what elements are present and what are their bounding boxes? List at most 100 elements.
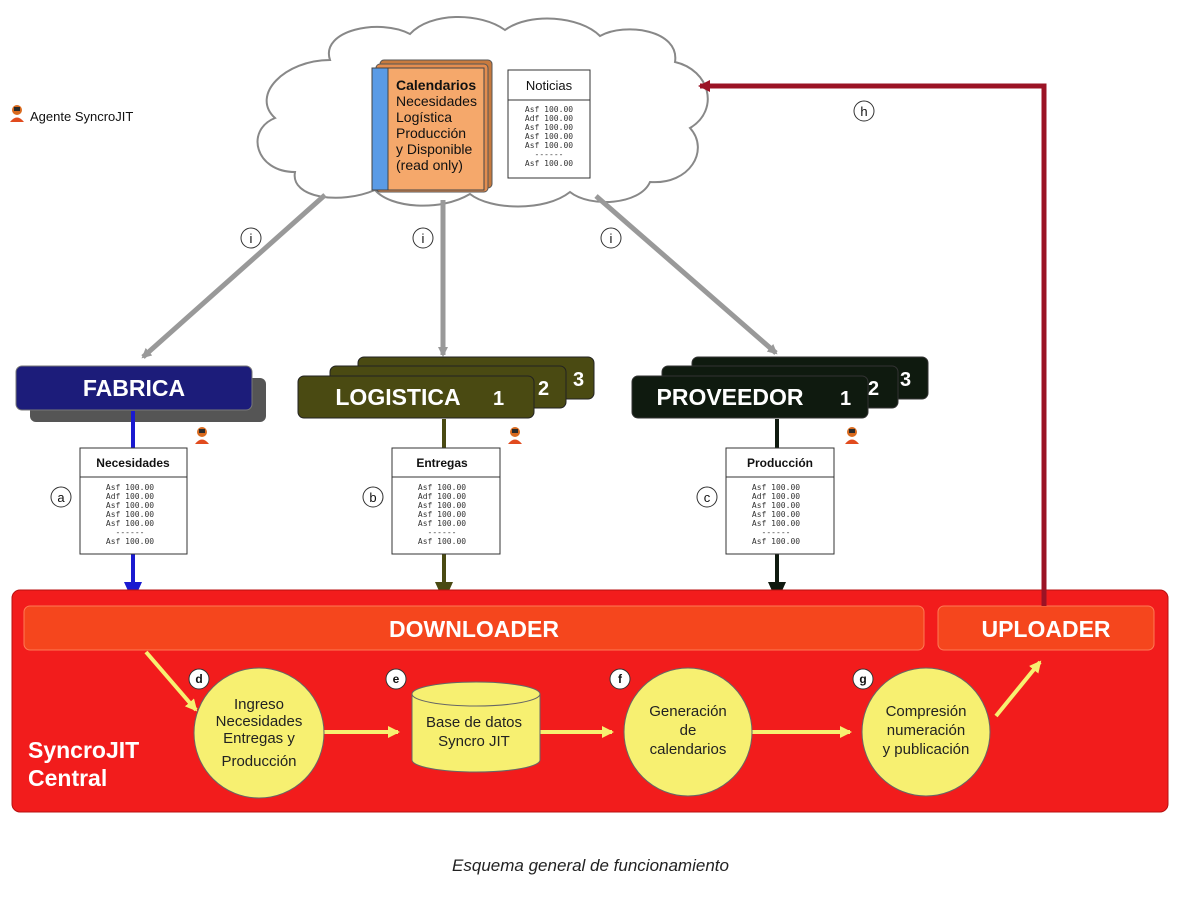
- step-d-label: d: [195, 672, 202, 686]
- calendar-document: Calendarios Necesidades Logística Produc…: [371, 59, 493, 193]
- document-line: ------: [428, 528, 457, 537]
- news-line: Asf 100.00: [525, 123, 573, 132]
- arrow-uploader-to-cloud: [698, 80, 1047, 606]
- step-c-label: c: [704, 490, 711, 505]
- process-text: Entregas y: [223, 730, 295, 747]
- news-line: Adf 100.00: [525, 114, 573, 123]
- figure-caption: Esquema general de funcionamiento: [452, 856, 729, 875]
- process-text: y publicación: [883, 741, 970, 758]
- calendar-line: Necesidades: [396, 93, 477, 109]
- document-line: Asf 100.00: [106, 519, 154, 528]
- process-text: Producción: [221, 753, 296, 770]
- process-text: Necesidades: [216, 713, 303, 730]
- logistica-label: LOGISTICA: [335, 384, 460, 410]
- agent-legend: Agente SyncroJIT: [10, 105, 133, 124]
- syncrojit-central: DOWNLOADER UPLOADER SyncroJIT Central: [11, 589, 1169, 813]
- logistica-node: 3 2 LOGISTICA 1: [297, 356, 595, 419]
- logistica-count-2: 2: [538, 378, 549, 400]
- step-e-label: e: [393, 672, 400, 686]
- document-line: Asf 100.00: [418, 501, 466, 510]
- cloud-read-arrows: [141, 193, 778, 359]
- downloader-label: DOWNLOADER: [389, 616, 559, 642]
- process-text: Generación: [649, 703, 727, 720]
- agent-icon: [845, 427, 859, 444]
- step-b-label: b: [369, 490, 376, 505]
- proveedor-count-3: 3: [900, 369, 911, 391]
- news-line: Asf 100.00: [525, 141, 573, 150]
- step-i-label: i: [610, 231, 613, 246]
- process-text: Base de datos: [426, 714, 522, 731]
- document-title: Producción: [747, 456, 813, 470]
- step-h-label: h: [860, 104, 867, 119]
- fabrica-node: FABRICA: [15, 365, 266, 422]
- necesidades-document: Necesidades Asf 100.00 Adf 100.00 Asf 10…: [79, 447, 188, 555]
- step-markers-abc: a b c: [50, 486, 718, 508]
- agent-legend-label: Agente SyncroJIT: [30, 109, 133, 124]
- process-text: de: [680, 722, 697, 739]
- document-line: Asf 100.00: [752, 519, 800, 528]
- document-line: ------: [762, 528, 791, 537]
- process-text: calendarios: [650, 741, 727, 758]
- document-line: Asf 100.00: [418, 483, 466, 492]
- document-line: Asf 100.00: [106, 510, 154, 519]
- document-line: Asf 100.00: [106, 483, 154, 492]
- agent-icon: [508, 427, 522, 444]
- document-line: Adf 100.00: [418, 492, 466, 501]
- document-line: Asf 100.00: [418, 519, 466, 528]
- downloader-bar: [23, 605, 925, 651]
- proveedor-count-1: 1: [840, 388, 851, 410]
- document-line: Adf 100.00: [106, 492, 154, 501]
- uploader-label: UPLOADER: [981, 616, 1110, 642]
- news-line: Asf 100.00: [525, 105, 573, 114]
- calendar-title: Calendarios: [396, 77, 476, 93]
- document-title: Entregas: [416, 456, 468, 470]
- agent-icon: [10, 105, 24, 122]
- step-f-label: f: [618, 672, 623, 686]
- document-line: Asf 100.00: [106, 537, 154, 546]
- step-i-markers: i i i: [240, 227, 622, 249]
- document-line: Asf 100.00: [418, 510, 466, 519]
- entregas-document: Entregas Asf 100.00 Adf 100.00 Asf 100.0…: [391, 447, 501, 555]
- step-i-label: i: [250, 231, 253, 246]
- arrow-cloud-to-fabrica: [141, 193, 327, 359]
- document-line: Asf 100.00: [752, 537, 800, 546]
- calendar-line: (read only): [396, 157, 463, 173]
- document-line: ------: [116, 528, 145, 537]
- process-generacion: Generación de calendarios: [623, 667, 753, 797]
- news-line: ------: [535, 150, 564, 159]
- step-g-label: g: [859, 672, 866, 686]
- logistica-count-3: 3: [573, 369, 584, 391]
- agent-icon: [195, 427, 209, 444]
- proveedor-count-2: 2: [868, 378, 879, 400]
- fabrica-label: FABRICA: [83, 375, 185, 401]
- process-text: Syncro JIT: [438, 733, 510, 750]
- document-title: Necesidades: [96, 456, 170, 470]
- news-title: Noticias: [526, 78, 573, 93]
- proveedor-label: PROVEEDOR: [657, 384, 804, 410]
- process-flow-arrows: [144, 650, 1042, 738]
- calendar-line: Producción: [396, 125, 466, 141]
- central-title: Central: [28, 765, 107, 791]
- document-line: Asf 100.00: [752, 483, 800, 492]
- produccion-document: Producción Asf 100.00 Adf 100.00 Asf 100…: [725, 447, 835, 555]
- document-line: Adf 100.00: [752, 492, 800, 501]
- proveedor-node: 3 2 PROVEEDOR 1: [631, 356, 929, 419]
- document-line: Asf 100.00: [752, 501, 800, 510]
- news-line: Asf 100.00: [525, 132, 573, 141]
- news-document: Noticias Asf 100.00 Adf 100.00 Asf 100.0…: [507, 69, 591, 179]
- process-text: Compresión: [886, 703, 967, 720]
- process-text: Ingreso: [234, 696, 284, 713]
- document-line: Asf 100.00: [418, 537, 466, 546]
- step-i-label: i: [422, 231, 425, 246]
- logistica-count-1: 1: [493, 388, 504, 410]
- arrow-cloud-to-proveedor: [594, 194, 778, 355]
- process-compresion: Compresión numeración y publicación: [861, 667, 991, 797]
- process-text: numeración: [887, 722, 965, 739]
- central-title: SyncroJIT: [28, 737, 139, 763]
- document-line: Asf 100.00: [106, 501, 154, 510]
- document-line: Asf 100.00: [752, 510, 800, 519]
- step-h-marker: h: [853, 100, 875, 122]
- step-markers-defg: d e f g: [188, 668, 874, 690]
- process-database: Base de datos Syncro JIT: [411, 681, 541, 773]
